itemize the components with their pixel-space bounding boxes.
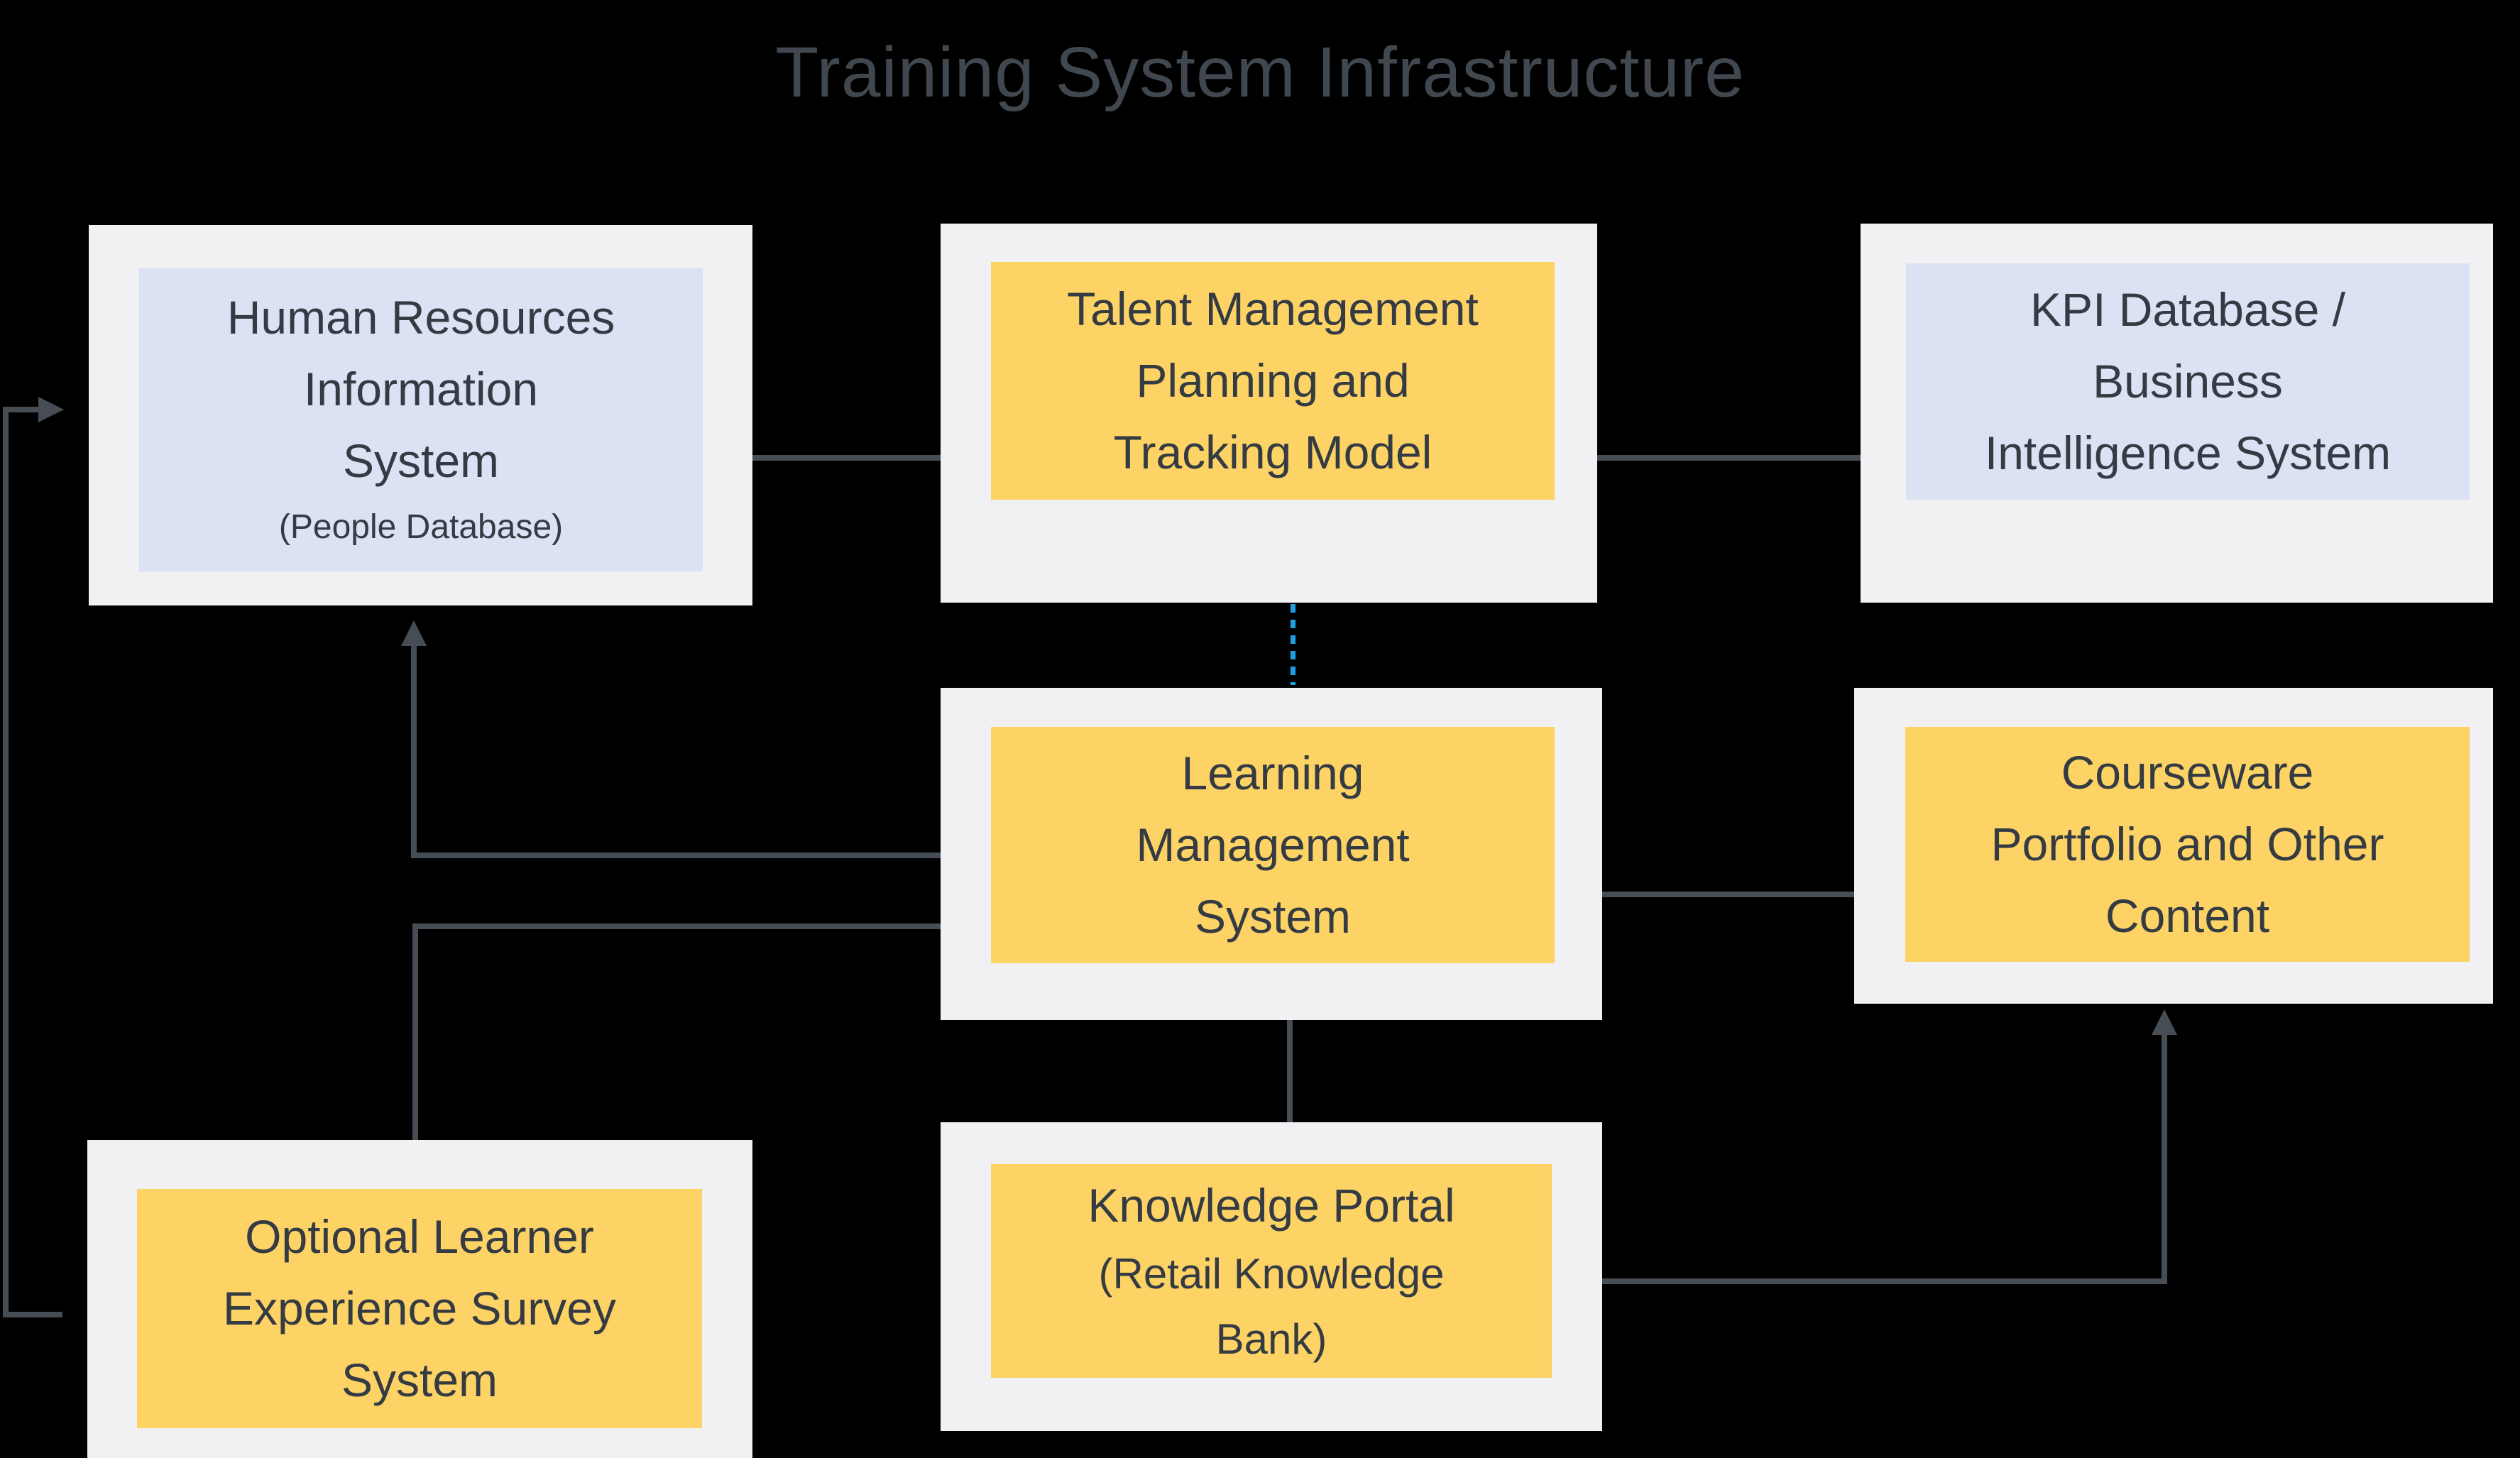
node-kpi-container: KPI Database / Business Intelligence Sys… [1861, 224, 2493, 603]
node-kpi-label-line: Business [2093, 355, 2283, 407]
node-portal-container: Knowledge Portal (Retail Knowledge Bank) [941, 1122, 1602, 1431]
diagram-title: Training System Infrastructure [775, 33, 1745, 112]
node-talent: Talent Management Planning and Tracking … [991, 262, 1555, 500]
node-kpi-label-line: Intelligence System [1984, 427, 2392, 479]
node-lms: Learning Management System [991, 727, 1555, 963]
node-portal-sublabel-line: (Retail Knowledge [1098, 1250, 1445, 1298]
node-lms-container: Learning Management System [941, 688, 1602, 1020]
node-hris-label-line: System [342, 434, 500, 487]
node-courseware-label-line: Portfolio and Other [1990, 818, 2384, 870]
node-portal-sublabel-line: Bank) [1215, 1315, 1327, 1363]
node-kpi: KPI Database / Business Intelligence Sys… [1906, 263, 2470, 500]
node-survey-label-line: Experience Survey [223, 1282, 616, 1334]
node-survey: Optional Learner Experience Survey Syste… [137, 1189, 702, 1428]
arrowhead-right-into-hris-icon [38, 397, 64, 422]
arrowhead-up-into-hris-icon [401, 620, 427, 646]
node-hris-container: Human Resources Information System (Peop… [89, 225, 752, 605]
node-lms-label-line: Management [1136, 818, 1410, 871]
node-hris-label-line: Human Resources [226, 291, 615, 344]
node-talent-container: Talent Management Planning and Tracking … [941, 224, 1597, 603]
edge-lms-to-portal [1287, 1020, 1293, 1122]
node-portal: Knowledge Portal (Retail Knowledge Bank) [991, 1164, 1552, 1378]
node-talent-label-line: Planning and [1136, 354, 1410, 407]
node-courseware-label-line: Content [2105, 889, 2270, 942]
node-hris: Human Resources Information System (Peop… [139, 268, 703, 571]
node-kpi-label-line: KPI Database / [2030, 283, 2345, 336]
node-survey-container: Optional Learner Experience Survey Syste… [87, 1140, 752, 1458]
node-courseware-container: Courseware Portfolio and Other Content [1854, 688, 2493, 1004]
arrowhead-up-into-courseware-icon [2152, 1009, 2177, 1035]
node-talent-label-line: Talent Management [1067, 283, 1479, 335]
edge-portal-to-courseware-vertical [2162, 1035, 2167, 1284]
edge-hris-to-talent [752, 455, 941, 461]
node-hris-label-line: Information [303, 363, 539, 415]
edge-survey-to-hris-loop-bottom [3, 1312, 62, 1317]
node-courseware: Courseware Portfolio and Other Content [1905, 727, 2470, 962]
edge-portal-to-courseware-horizontal [1602, 1278, 2167, 1284]
edge-survey-to-hris-loop-vertical [3, 407, 9, 1317]
edge-lms-to-courseware [1602, 892, 1854, 897]
edge-lms-to-hris-vertical [411, 645, 417, 858]
edge-lms-to-survey-horizontal [412, 923, 941, 929]
edge-lms-to-hris-horizontal [411, 853, 941, 858]
node-hris-sublabel: (People Database) [278, 508, 564, 546]
edge-talent-to-lms-dashed [1291, 604, 1295, 685]
node-survey-label-line: Optional Learner [245, 1210, 594, 1263]
node-talent-label-line: Tracking Model [1113, 426, 1432, 478]
edge-survey-to-hris-loop-top [3, 407, 38, 412]
edge-lms-to-survey-vertical [412, 926, 418, 1140]
edge-talent-to-kpi [1597, 455, 1861, 461]
node-portal-label-line: Knowledge Portal [1088, 1179, 1455, 1232]
node-courseware-label-line: Courseware [2061, 746, 2314, 799]
node-lms-label-line: System [1194, 890, 1352, 943]
node-lms-label-line: Learning [1181, 747, 1364, 799]
node-survey-label-line: System [341, 1354, 498, 1406]
